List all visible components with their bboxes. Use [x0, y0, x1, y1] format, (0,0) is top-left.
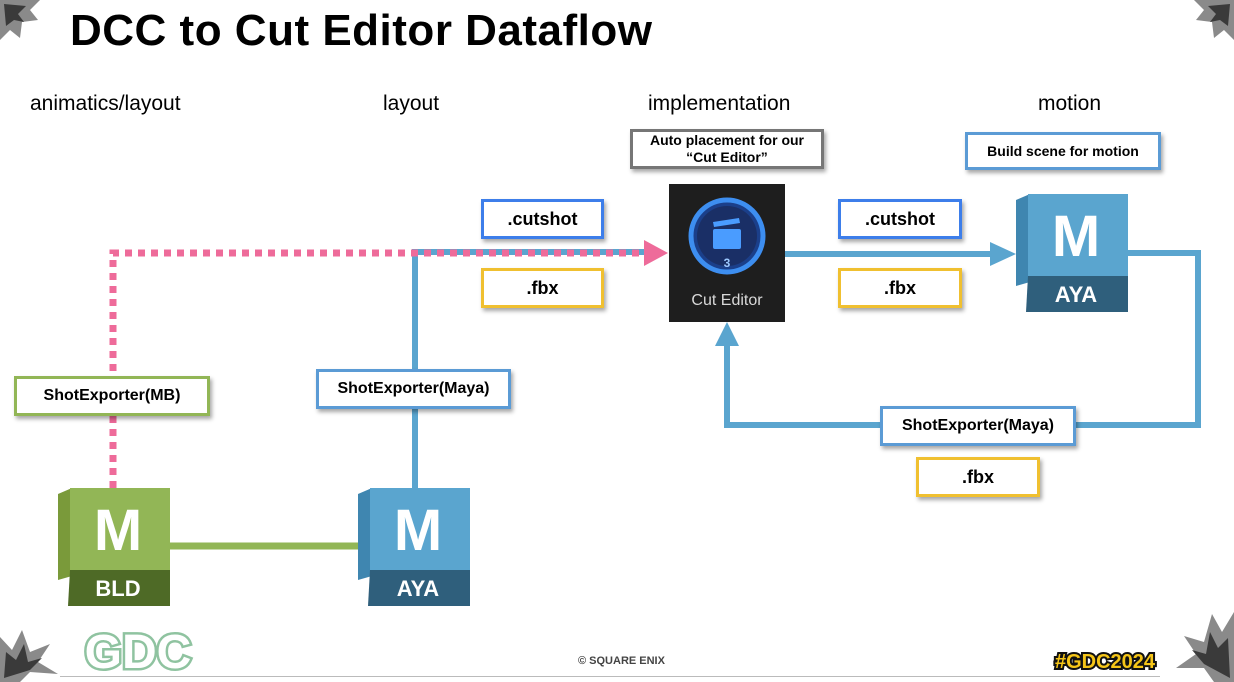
label-shot-exporter-maya-layout: ShotExporter(Maya): [316, 369, 511, 409]
hashtag-badge: #GDC2024: [1040, 646, 1170, 675]
label-fbx-right: .fbx: [838, 268, 962, 308]
motionbuilder-name: BLD: [95, 576, 140, 601]
label-shot-exporter-maya-motion: ShotExporter(Maya): [880, 406, 1076, 446]
column-header-motion: motion: [1038, 92, 1102, 115]
corner-ornament-top-left-icon: [0, 0, 40, 40]
arrowhead-blue-right-icon: [990, 242, 1016, 266]
clapperboard-icon: 3: [688, 197, 766, 275]
gdc-logo: GDC: [74, 624, 202, 682]
motionbuilder-icon: M BLD: [58, 488, 170, 606]
label-cutshot-right: .cutshot: [838, 199, 962, 239]
maya-layout-letter: M: [394, 498, 442, 563]
arrowhead-pink-icon: [644, 240, 668, 266]
motionbuilder-letter: M: [94, 498, 142, 563]
cut-editor-app: 3 Cut Editor: [669, 184, 785, 322]
maya-motion-icon: M AYA: [1016, 194, 1128, 312]
note-build-scene: Build scene for motion: [965, 132, 1161, 170]
corner-ornament-bottom-left-icon: [0, 630, 58, 682]
footer-divider: [60, 676, 1160, 677]
maya-layout-name: AYA: [397, 576, 440, 601]
slide-title: DCC to Cut Editor Dataflow: [70, 6, 653, 55]
column-header-implementation: implementation: [648, 92, 791, 115]
label-shot-exporter-mb: ShotExporter(MB): [14, 376, 210, 416]
gdc-logo-text: GDC: [85, 626, 192, 676]
maya-layout-icon: M AYA: [358, 488, 470, 606]
hashtag-text: #GDC2024: [1055, 651, 1156, 673]
maya-motion-letter: M: [1052, 204, 1100, 269]
column-header-animatics-layout: animatics/layout: [30, 92, 181, 115]
cut-editor-badge: 3: [724, 256, 731, 270]
copyright: © SQUARE ENIX: [578, 655, 665, 667]
label-fbx-left: .fbx: [481, 268, 604, 308]
note-auto-placement: Auto placement for our “Cut Editor”: [630, 129, 824, 169]
arrowhead-blue-up-icon: [715, 322, 739, 346]
maya-motion-name: AYA: [1055, 282, 1098, 307]
corner-ornament-bottom-right-icon: [1176, 612, 1234, 682]
label-fbx-bottom: .fbx: [916, 457, 1040, 497]
cut-editor-label: Cut Editor: [691, 292, 763, 309]
label-cutshot-left: .cutshot: [481, 199, 604, 239]
corner-ornament-top-right-icon: [1194, 0, 1234, 40]
column-header-layout: layout: [383, 92, 440, 115]
connector-maya-motion-to-cut-editor: [724, 250, 1201, 428]
